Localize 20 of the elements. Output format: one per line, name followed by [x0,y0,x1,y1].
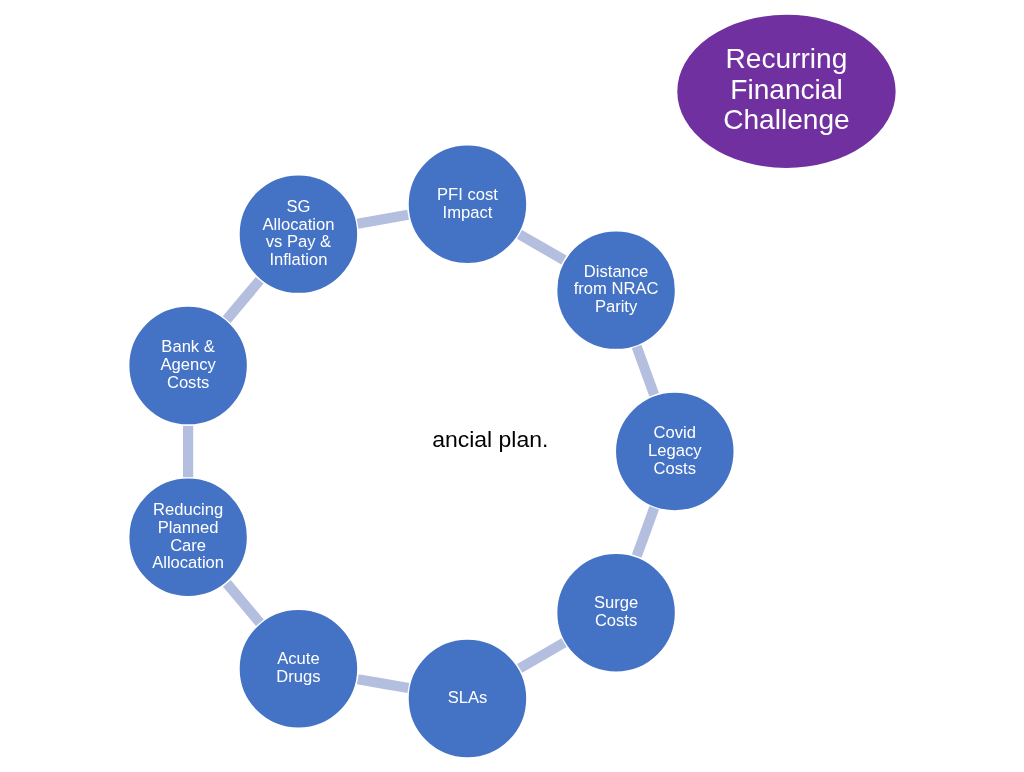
connector [356,674,409,694]
connector [631,506,659,558]
connector [516,229,566,265]
node-ellipse: Recurring Financial Challenge [674,12,898,171]
node-circle: Reducing Planned Care Allocation [126,475,249,599]
node-circle: Covid Legacy Costs [613,390,736,513]
label: ancial plan. [431,425,548,452]
connector [356,209,409,229]
node-circle: SG Allocation vs Pay & Inflation [236,172,360,296]
node-circle: Surge Costs [554,551,677,674]
connector [222,580,264,626]
connector [631,344,659,397]
node-circle: Distance from NRAC Parity [554,228,677,352]
connector [182,425,193,478]
connector [516,638,567,673]
node-circle: Bank & Agency Costs [126,304,249,427]
connector [222,277,264,323]
node-circle: Acute Drugs [236,607,360,730]
node-circle: PFI cost Impact [405,143,529,266]
node-circle: SLAs [405,637,529,760]
